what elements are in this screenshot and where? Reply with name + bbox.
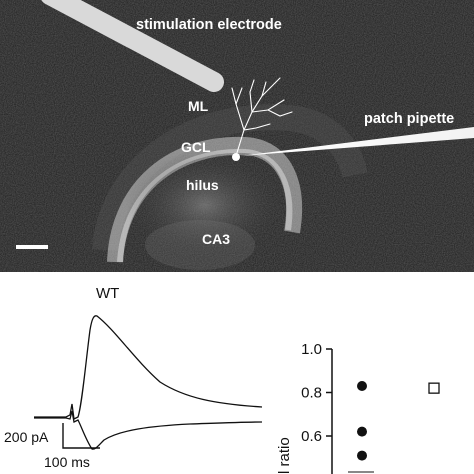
ratio-ticks: 1.0 0.8 0.6 xyxy=(301,341,332,445)
ratio-y-tick-label: 1.0 xyxy=(301,341,322,358)
ml-label: ML xyxy=(188,98,209,114)
hilus-region xyxy=(125,150,285,260)
micrograph-scale-bar xyxy=(16,245,48,249)
neuron-dendrites xyxy=(231,77,293,157)
time-scale-label: 100 ms xyxy=(44,454,90,470)
ratio-point-filled xyxy=(357,380,367,391)
ratio-point-open-square xyxy=(428,382,440,394)
ratio-point-filled xyxy=(357,450,367,461)
ratio-plot: 1.0 0.8 0.6 l ratio xyxy=(276,341,440,474)
ca3-label: CA3 xyxy=(202,231,230,247)
stimulation-electrode-shape xyxy=(41,0,224,92)
stimulation-electrode-label: stimulation electrode xyxy=(136,17,282,33)
ratio-y-tick-label: 0.6 xyxy=(301,428,322,445)
ca3-region xyxy=(145,220,255,270)
patch-pipette-shape xyxy=(240,127,474,156)
epsc-trace-lower xyxy=(34,410,263,450)
ratio-points xyxy=(357,380,440,461)
current-scale-label: 200 pA xyxy=(4,429,49,445)
genotype-label: WT xyxy=(96,285,119,302)
patch-pipette-label: patch pipette xyxy=(364,111,454,127)
neuron-soma xyxy=(232,153,240,161)
trace-panel: WT 200 pA 100 ms xyxy=(4,285,263,470)
hilus-label: hilus xyxy=(186,177,219,193)
ratio-point-filled xyxy=(357,426,367,437)
micrograph-panel: stimulation electrode patch pipette ML G… xyxy=(0,0,474,272)
ratio-y-tick-label: 0.8 xyxy=(301,385,322,402)
ratio-y-axis-label: l ratio xyxy=(276,437,293,474)
gcl-label: GCL xyxy=(181,139,211,155)
epsc-trace-upper xyxy=(34,315,263,420)
trace-scale-bar xyxy=(62,423,100,449)
